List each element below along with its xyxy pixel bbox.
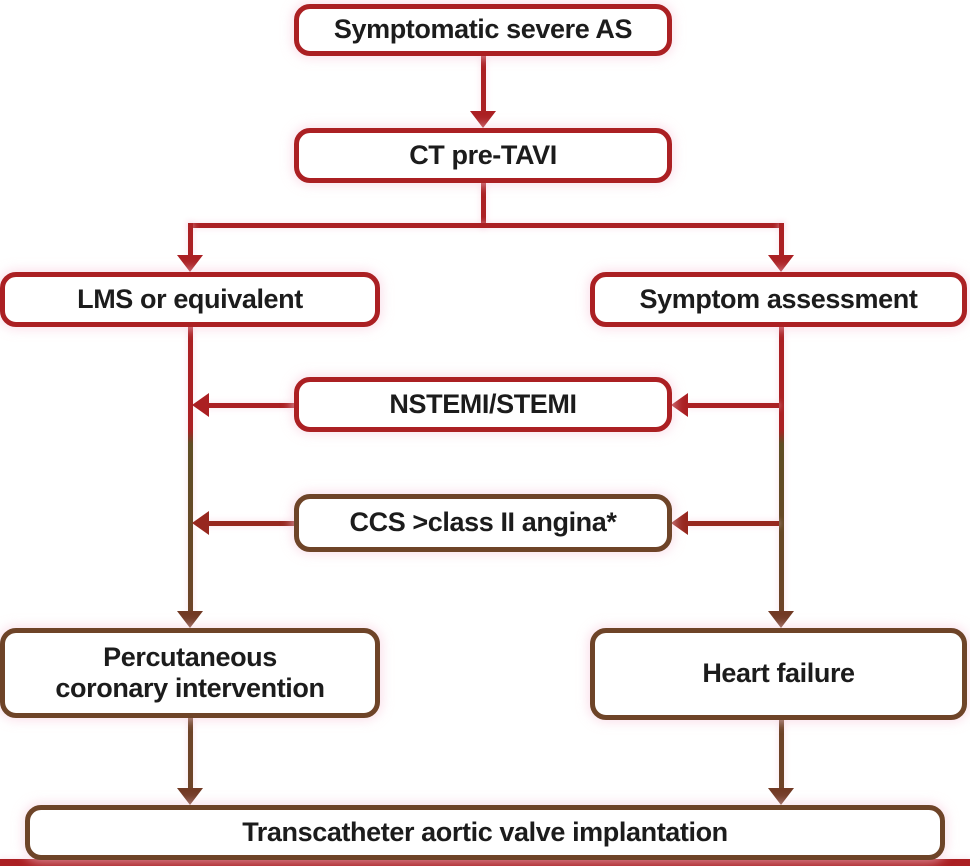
node-ct-pre-tavi: CT pre-TAVI [294,128,672,183]
node-transcatheter-aortic-valve-implantation: Transcatheter aortic valve implantation [25,805,945,860]
connector-split-to-symptom [779,223,784,256]
node-label: NSTEMI/STEMI [389,388,577,419]
node-label: CCS >class II angina* [349,507,617,538]
node-symptomatic-severe-as: Symptomatic severe AS [294,4,672,56]
node-label: Symptom assessment [639,283,918,314]
arrowhead-down-into-lms-icon [177,255,203,272]
node-heart-failure: Heart failure [590,628,967,720]
node-label: Transcatheter aortic valve implantation [242,816,728,847]
arrowhead-down-into-tavi-right-icon [768,788,794,805]
arrowhead-left-nstemi-to-line-icon [192,393,209,417]
connector-right-line-to-ccs [687,521,779,526]
connector-heart-failure-to-tavi [779,720,784,790]
arrowhead-left-into-ccs-icon [671,511,688,535]
node-symptom-assessment: Symptom assessment [590,272,967,327]
connector-lms-to-pci [188,327,193,612]
node-percutaneous-coronary-intervention: Percutaneous coronary intervention [0,628,380,718]
connector-ccs-to-left-line [206,521,294,526]
arrowhead-down-into-ct-icon [470,111,496,128]
arrowhead-down-into-tavi-left-icon [177,788,203,805]
connector-nstemi-to-left-line [206,403,294,408]
node-label: LMS or equivalent [77,283,303,314]
connector-symptomatic-to-ct [481,56,486,114]
node-label: Heart failure [702,658,855,689]
connector-ct-to-split [481,183,486,228]
bottom-red-strip [0,859,970,866]
arrowhead-left-into-nstemi-icon [671,393,688,417]
node-label: Percutaneous coronary intervention [55,641,325,703]
connector-split-horizontal [188,223,784,228]
connector-right-line-to-nstemi [687,403,779,408]
arrowhead-left-ccs-to-line-icon [192,511,209,535]
arrowhead-down-into-heart-failure-icon [768,611,794,628]
node-lms-or-equivalent: LMS or equivalent [0,272,380,327]
node-label: CT pre-TAVI [409,139,557,170]
arrowhead-down-into-symptom-icon [768,255,794,272]
node-label: Symptomatic severe AS [333,14,633,45]
connector-pci-to-tavi [188,718,193,790]
connector-split-to-lms [188,223,193,256]
arrowhead-down-into-pci-icon [177,611,203,628]
node-nstemi-stemi: NSTEMI/STEMI [294,377,672,432]
connector-symptom-to-heart-failure [779,327,784,612]
node-ccs-class-ii-angina: CCS >class II angina* [294,494,672,552]
